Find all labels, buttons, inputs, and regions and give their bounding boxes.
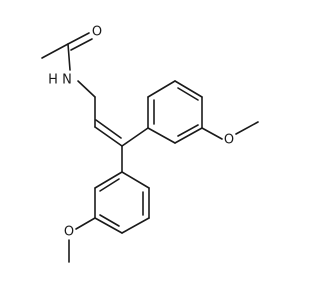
- bond-vinyl-double-1: [94, 126, 123, 147]
- ring1-inner-bond-3: [177, 124, 199, 137]
- ring2-bond-1: [121, 171, 150, 189]
- ring1-bond-2: [147, 80, 176, 98]
- carbonyl-oxygen-label: O: [92, 25, 102, 40]
- ring2-bond-6: [94, 171, 123, 189]
- ring2-bond-4: [94, 217, 123, 234]
- ring1-bond-3: [174, 80, 203, 98]
- bond-alkene-ring1: [121, 127, 149, 147]
- bond-carbonyl-oxygen-1: [67, 32, 90, 45]
- ring2-methoxy-bond: [75, 217, 96, 230]
- ring1-bond-6: [147, 127, 176, 144]
- bond-vinyl-double-2: [95, 119, 122, 139]
- molecule-structure: O H N O O: [41, 25, 259, 263]
- ring1-inner-bond-2: [177, 87, 199, 101]
- ring2-bond-3: [121, 217, 150, 234]
- bond-methyl-carbonyl: [41, 43, 69, 59]
- ring1-methoxy-oxygen-label: O: [224, 133, 234, 148]
- ring1-methoxy-bond: [201, 127, 223, 140]
- bond-carbonyl-oxygen-2: [70, 38, 93, 51]
- ring1-bond-5: [174, 127, 203, 144]
- ring1-methyl-bond: [235, 121, 259, 135]
- bond-carbonyl-nitrogen: [67, 43, 71, 71]
- bond-nitrogen-methylene: [77, 80, 96, 98]
- ring2-inner-bond-2: [99, 214, 120, 227]
- amide-nitrogen-label: H N: [48, 73, 72, 88]
- ring2-inner-bond-3: [99, 178, 120, 192]
- ring2-methoxy-oxygen-label: O: [64, 225, 74, 240]
